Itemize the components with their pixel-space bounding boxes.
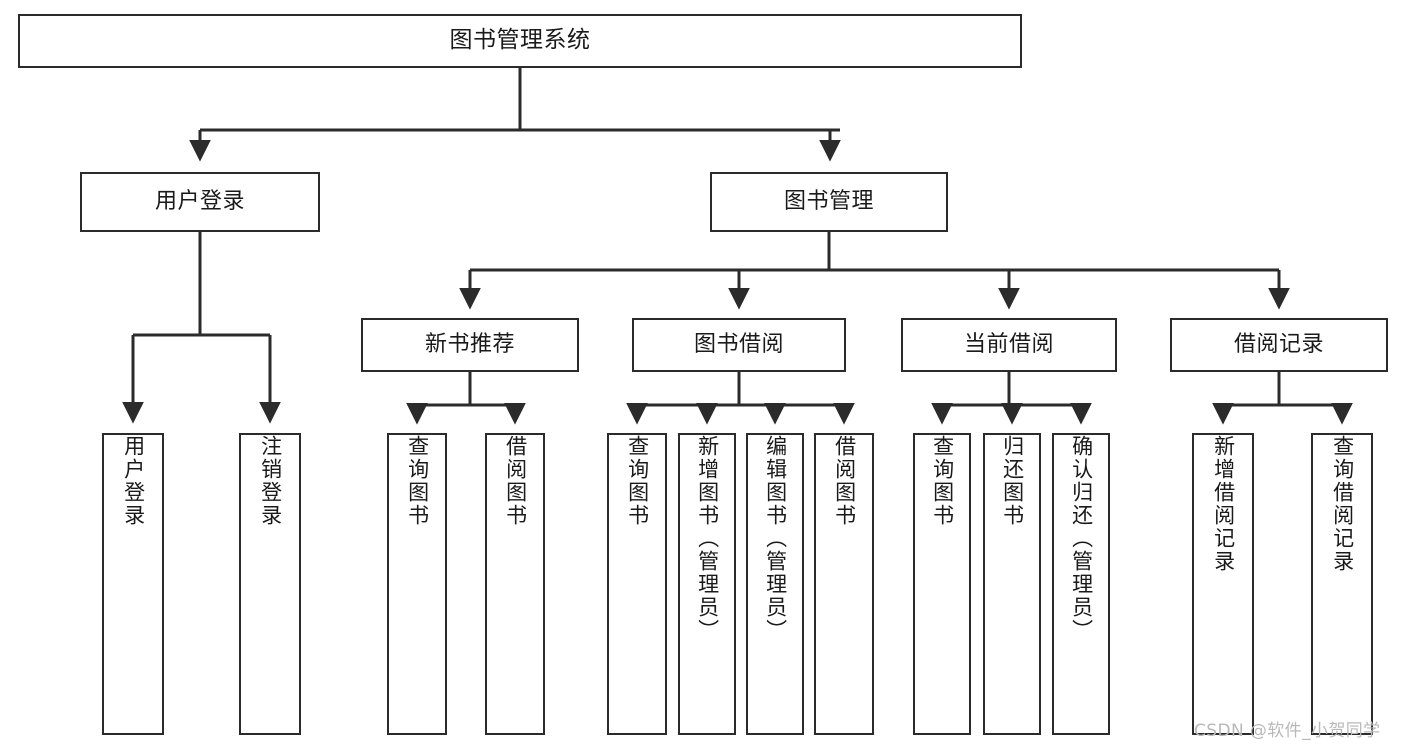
csdn-watermark: CSDN @软件_小贺同学 (1194, 721, 1381, 741)
leaf-user-login[interactable]: 用户登录 (102, 433, 164, 735)
node-book-borrow-label: 图书借阅 (693, 332, 784, 358)
node-borrow-record[interactable]: 借阅记录 (1170, 318, 1388, 372)
leaf-edit-book[interactable]: 编辑图书（管理员） (746, 433, 804, 735)
leaf-borrow-book-1-label: 借阅图书 (503, 435, 528, 527)
leaf-logout-label: 注销登录 (258, 435, 283, 527)
node-current-borrow-label: 当前借阅 (963, 332, 1054, 358)
leaf-borrow-book-1[interactable]: 借阅图书 (485, 433, 545, 735)
node-new-book-recommend[interactable]: 新书推荐 (361, 318, 579, 372)
leaf-logout[interactable]: 注销登录 (239, 433, 301, 735)
leaf-query-book-2-label: 查询图书 (625, 435, 650, 527)
leaf-confirm-return-label: 确认归还（管理员） (1069, 435, 1094, 642)
node-new-book-recommend-label: 新书推荐 (424, 332, 515, 358)
leaf-query-book-1-label: 查询图书 (405, 435, 430, 527)
leaf-query-borrow-record-label: 查询借阅记录 (1330, 435, 1355, 573)
leaf-query-book-3-label: 查询图书 (930, 435, 955, 527)
node-book-manage-label: 图书管理 (783, 189, 874, 215)
node-borrow-record-label: 借阅记录 (1233, 332, 1324, 358)
node-user-login[interactable]: 用户登录 (80, 172, 320, 232)
node-book-borrow[interactable]: 图书借阅 (632, 318, 846, 372)
leaf-add-book-label: 新增图书（管理员） (695, 435, 720, 642)
node-book-manage[interactable]: 图书管理 (710, 172, 948, 232)
leaf-add-borrow-record[interactable]: 新增借阅记录 (1192, 433, 1254, 735)
node-root-label: 图书管理系统 (449, 27, 591, 54)
leaf-query-borrow-record[interactable]: 查询借阅记录 (1311, 433, 1373, 735)
node-user-login-label: 用户登录 (154, 189, 245, 215)
leaf-return-book-label: 归还图书 (1000, 435, 1025, 527)
leaf-borrow-book-2-label: 借阅图书 (832, 435, 857, 527)
leaf-query-book-3[interactable]: 查询图书 (913, 433, 971, 735)
leaf-edit-book-label: 编辑图书（管理员） (763, 435, 788, 642)
leaf-query-book-2[interactable]: 查询图书 (607, 433, 667, 735)
leaf-confirm-return[interactable]: 确认归还（管理员） (1052, 433, 1110, 735)
node-root[interactable]: 图书管理系统 (18, 14, 1022, 68)
leaf-add-borrow-record-label: 新增借阅记录 (1211, 435, 1236, 573)
leaf-user-login-label: 用户登录 (121, 435, 146, 527)
leaf-return-book[interactable]: 归还图书 (983, 433, 1041, 735)
leaf-add-book[interactable]: 新增图书（管理员） (678, 433, 736, 735)
leaf-borrow-book-2[interactable]: 借阅图书 (814, 433, 874, 735)
leaf-query-book-1[interactable]: 查询图书 (387, 433, 447, 735)
node-current-borrow[interactable]: 当前借阅 (901, 318, 1117, 372)
